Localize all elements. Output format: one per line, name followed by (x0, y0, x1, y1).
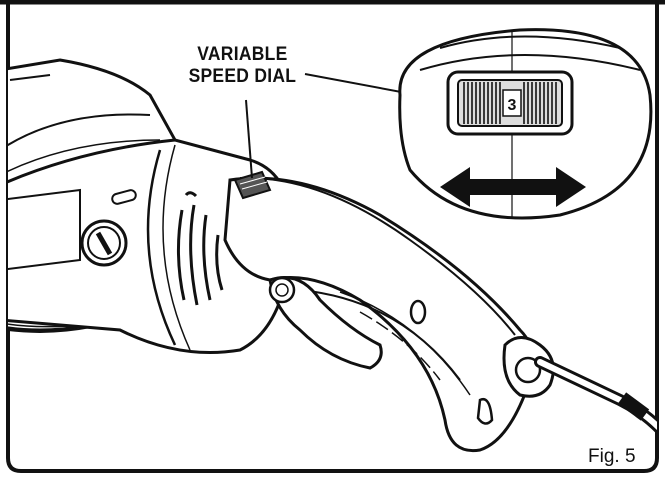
speed-dial-on-tool (233, 170, 272, 200)
figure-border (6, 0, 659, 473)
handle (223, 176, 535, 453)
power-cord (502, 336, 657, 446)
callout-line-2: SPEED DIAL (188, 66, 297, 87)
dial-setting: 3 (508, 97, 517, 114)
variable-speed-dial-label: VARIABLE SPEED DIAL (178, 44, 307, 88)
air-vents (176, 191, 224, 306)
dial-inset: 3 (398, 28, 653, 220)
gear-housing (8, 58, 178, 203)
trigger (268, 276, 383, 370)
callout-leader-down (245, 99, 253, 179)
spindle-lock-button (80, 189, 137, 267)
figure-label: Fig. 5 (588, 446, 636, 467)
callout-line-1: VARIABLE (197, 44, 288, 65)
adjust-arrow (440, 167, 586, 207)
